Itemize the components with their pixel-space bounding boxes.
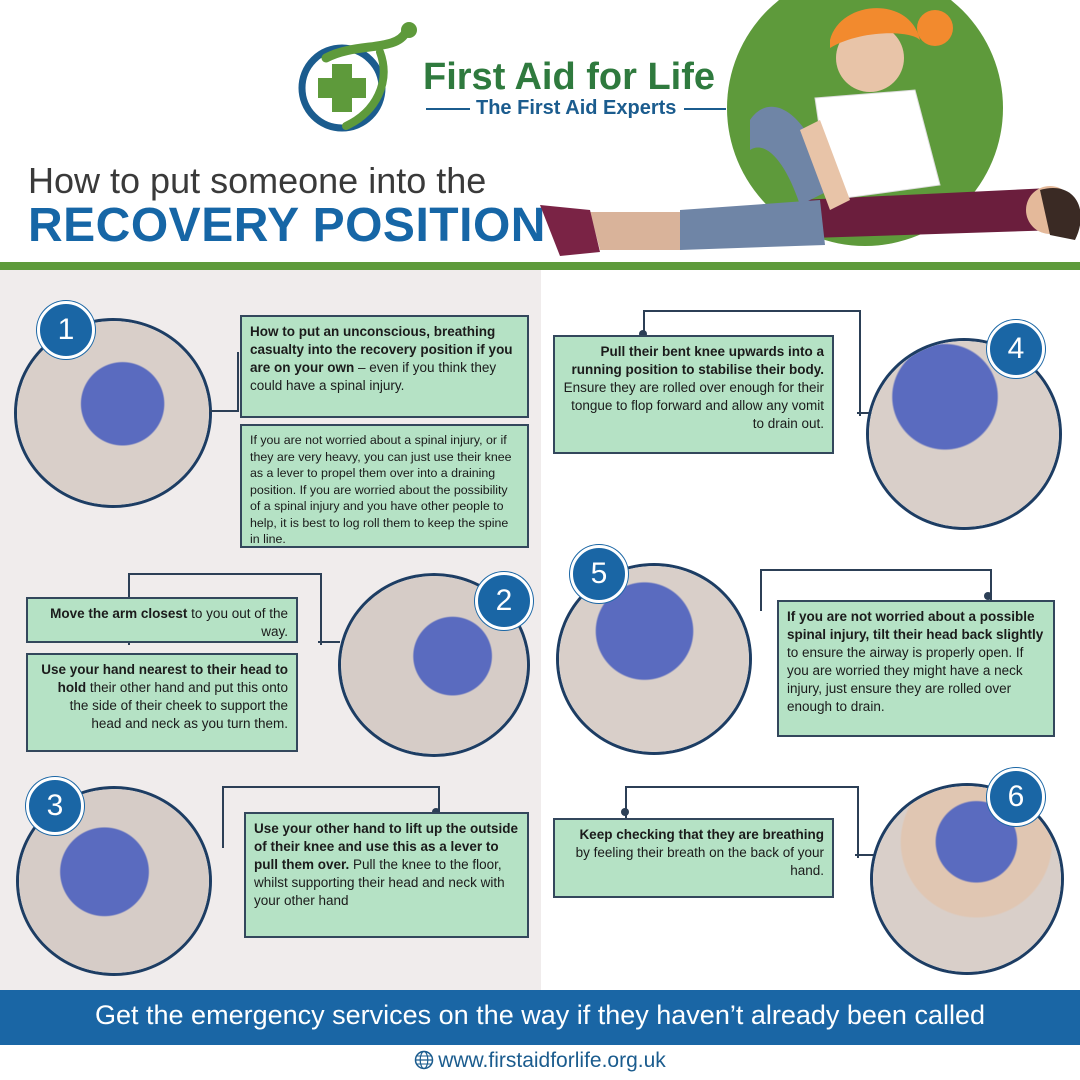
tagline-rule-right	[684, 108, 726, 110]
step-4-connector-dot	[639, 330, 647, 338]
step-1-text-box: How to put an unconscious, breathing cas…	[240, 315, 529, 418]
step-2-text-2: their other hand and put this onto the s…	[69, 680, 288, 731]
step-3-number-badge: 3	[26, 777, 84, 835]
footer-banner	[0, 990, 1080, 1045]
step-4-connector-end	[857, 412, 875, 416]
step-5-connector	[760, 569, 992, 611]
step-1-number-badge: 1	[37, 301, 95, 359]
step-1-text: – even if you think they could have a sp…	[250, 360, 497, 393]
step-1-connector	[209, 352, 239, 412]
footer-banner-text: Get the emergency services on the way if…	[95, 1000, 985, 1030]
step-1-bold-text: How to put an unconscious, breathing cas…	[250, 324, 513, 375]
step-6-number-badge: 6	[987, 768, 1045, 826]
step-3-bold-text: Use your other hand to lift up the outsi…	[254, 821, 519, 872]
step-2-number-badge: 2	[475, 572, 533, 630]
step-5-bold-text: If you are not worried about a possible …	[787, 609, 1044, 642]
recovery-illustration	[530, 0, 1080, 268]
website-link[interactable]: www.firstaidforlife.org.uk	[0, 1049, 1080, 1076]
step-2-photo	[338, 573, 530, 757]
step-2-bold-text: Move the arm closest	[50, 606, 188, 621]
step-6-text: by feeling their breath on the back of y…	[575, 845, 824, 878]
brand-name: First Aid for Life	[423, 56, 716, 98]
step-6-connector-dot	[621, 808, 629, 816]
step-3-text-box: Use your other hand to lift up the outsi…	[244, 812, 529, 938]
step-5-text-box: If you are not worried about a possible …	[777, 600, 1055, 737]
step-6-connector-end	[855, 854, 875, 858]
step-4-text: Ensure they are rolled over enough for t…	[563, 380, 824, 431]
step-2-bold-text-2: Use your hand nearest to their head to h…	[41, 662, 288, 695]
website-url: www.firstaidforlife.org.uk	[438, 1049, 666, 1072]
step-2-text: to you out of the way.	[187, 606, 288, 639]
page-title-line2: RECOVERY POSITION	[28, 199, 546, 252]
step-4-bold-text: Pull their bent knee upwards into a runn…	[571, 344, 825, 377]
step-6-text-box: Keep checking that they are breathing by…	[553, 818, 834, 898]
step-5-text: to ensure the airway is properly open. I…	[787, 645, 1024, 714]
logo-icon	[298, 22, 417, 132]
step-2-connector-end	[318, 641, 340, 645]
brand-tagline: The First Aid Experts	[476, 97, 677, 119]
tagline-rule-left	[426, 108, 470, 110]
step-4-text-box: Pull their bent knee upwards into a runn…	[553, 335, 834, 454]
step-2-text-box-b: Use your hand nearest to their head to h…	[26, 653, 298, 752]
step-3-text: Pull the knee to the floor, whilst suppo…	[254, 857, 505, 908]
header-divider	[0, 262, 1080, 270]
step-4-photo	[866, 338, 1062, 530]
step-1-note-box: If you are not worried about a spinal in…	[240, 424, 529, 548]
step-5-number-badge: 5	[570, 545, 628, 603]
step-1-note: If you are not worried about a spinal in…	[250, 433, 512, 546]
globe-icon	[414, 1050, 434, 1076]
step-1-connector-bottom	[209, 410, 239, 414]
step-5-connector-dot	[984, 592, 992, 600]
step-2-text-box-a: Move the arm closest to you out of the w…	[26, 597, 298, 643]
step-6-bold-text: Keep checking that they are breathing	[579, 827, 824, 842]
step-4-number-badge: 4	[987, 320, 1045, 378]
page-title-line1: How to put someone into the	[28, 160, 487, 201]
logo	[296, 22, 426, 134]
header-illustration	[530, 0, 1080, 268]
